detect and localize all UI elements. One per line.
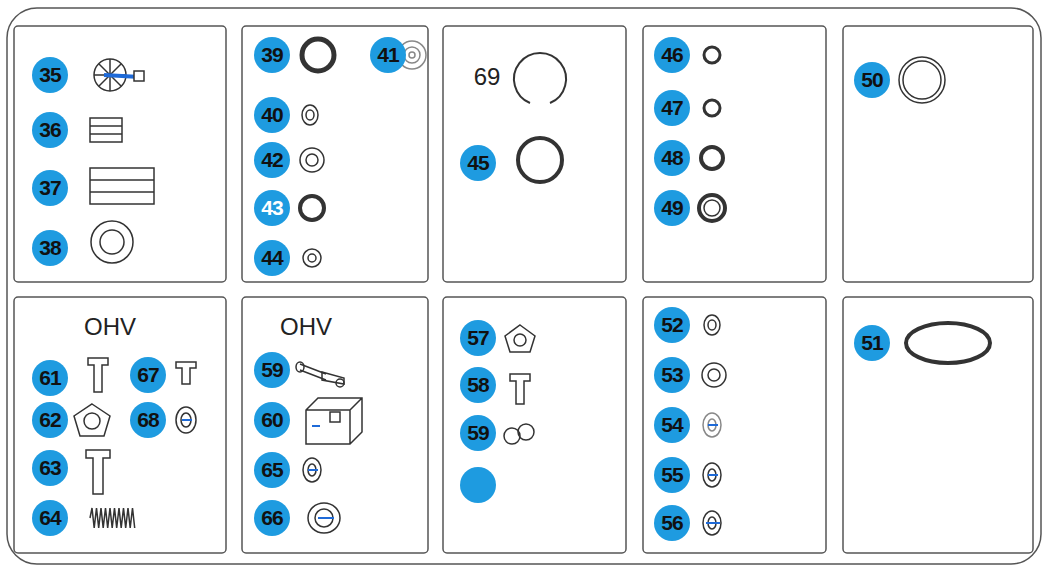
callout-number: 36 [32,112,68,148]
washer [308,503,340,533]
callout-number: 59 [460,415,496,451]
shim-plate [90,118,122,142]
spring [90,508,135,528]
washer [703,413,721,437]
o-ring [899,57,945,103]
callout-number: 35 [32,57,68,93]
callout-number: 43 [254,190,290,226]
bolt [88,358,108,392]
gasket [906,323,990,363]
washer [91,221,133,263]
callout-number: 38 [32,230,68,266]
callout-number: 45 [460,145,496,181]
label-text: OHV [84,313,136,341]
callout-number: 52 [654,307,690,343]
bolt [510,374,530,404]
fan-part [94,59,144,91]
washer [302,105,318,125]
nut [505,325,535,352]
compartment [443,297,626,553]
callout-number: 59 [254,352,290,388]
washer [303,249,321,267]
seal-ring [518,138,562,182]
callout-number: 64 [32,500,68,536]
tray-outline [7,8,1041,564]
callout-number: 57 [460,320,496,356]
compartment [14,26,226,282]
callout-number: 50 [854,62,890,98]
compartment [14,297,226,553]
washer [703,511,721,535]
callout-number: 67 [130,357,166,393]
callout-number: 68 [130,402,166,438]
washer [300,148,324,172]
o-ring [300,196,324,220]
callout-number: 44 [254,240,290,276]
callout-number: 61 [32,360,68,396]
callout-number: 54 [654,407,690,443]
block [306,398,362,444]
callout-number: 65 [254,452,290,488]
compartment [443,26,626,282]
callout-number: 63 [32,450,68,486]
bolt [86,450,110,494]
compartment [643,297,826,553]
callout-number: 56 [654,505,690,541]
compartment [242,26,428,282]
callout-number: 41 [370,37,406,73]
washer [703,463,721,487]
callout-number: 48 [654,140,690,176]
o-ring [701,147,723,169]
o-ring [704,100,720,116]
compartment [643,26,826,282]
rocker-pin [296,362,344,387]
o-ring [699,195,725,221]
ball [504,424,534,444]
compartment [843,26,1033,282]
callout-number: 53 [654,357,690,393]
label-text: OHV [280,313,332,341]
callout-number: 49 [654,190,690,226]
washer [702,363,726,387]
callout-number: 46 [654,37,690,73]
snap-ring [514,53,566,103]
callout-number: 42 [254,142,290,178]
washer [303,458,321,482]
callout-number: 58 [460,367,496,403]
compartment [242,297,428,553]
callout-dot [460,467,496,503]
shim-plate [90,168,154,204]
bolt [176,362,196,384]
washer [176,407,196,433]
compartment [843,297,1033,553]
washer [704,315,720,335]
callout-number: 51 [854,325,890,361]
callout-number: 55 [654,457,690,493]
callout-number: 39 [254,37,290,73]
label-text: 69 [474,63,501,91]
seal-ring [302,39,334,71]
callout-number: 60 [254,402,290,438]
callout-number: 62 [32,402,68,438]
callout-number: 66 [254,500,290,536]
o-ring [704,47,720,63]
nut [74,404,110,436]
callout-number: 37 [32,170,68,206]
callout-number: 47 [654,90,690,126]
callout-number: 40 [254,97,290,133]
